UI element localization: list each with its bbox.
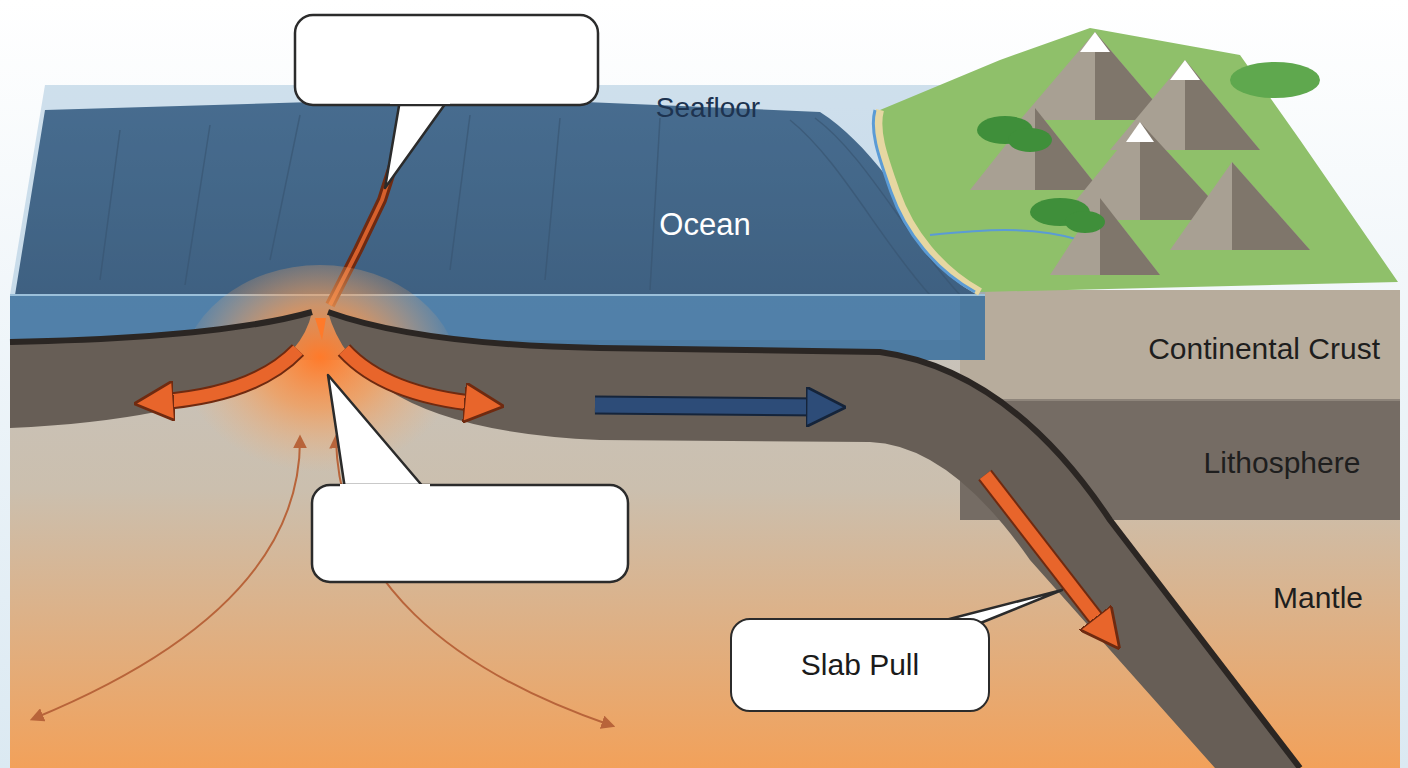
ocean-surface	[10, 85, 1000, 295]
tree-cluster	[1008, 128, 1052, 152]
callout-box: Slab Pull	[730, 618, 990, 712]
river	[930, 230, 1080, 240]
continental-crust-layer	[960, 290, 1400, 402]
callout-joint	[390, 100, 450, 104]
mountain-shade	[1100, 198, 1160, 275]
tree-cluster	[1065, 211, 1105, 233]
empty-callout	[312, 375, 628, 582]
mountain-shade	[1185, 60, 1260, 150]
land-surface	[878, 28, 1398, 292]
callout-tail	[385, 100, 448, 188]
trees	[977, 116, 1105, 233]
mountain-range	[970, 32, 1310, 275]
coastline	[873, 110, 975, 292]
region-label: Ocean	[659, 208, 750, 242]
empty-callout	[295, 15, 598, 188]
layer-boundary	[960, 399, 1400, 401]
ocean-edge	[10, 294, 985, 296]
oceanic-plate	[10, 312, 312, 428]
region-label: Mantle	[1273, 581, 1363, 614]
magma-rise	[315, 318, 326, 340]
spreading-arrow-outline	[158, 350, 298, 402]
snow-cap	[1126, 122, 1154, 142]
plate-motion-arrow	[595, 405, 822, 407]
snow-cap	[1080, 32, 1110, 52]
mountain-shade	[1035, 108, 1100, 190]
snow-cap	[1170, 60, 1200, 80]
spreading-arrow	[344, 350, 480, 404]
oceanic-crust	[10, 312, 312, 342]
callout-text: Slab Pull	[801, 648, 919, 682]
region-label: Seafloor	[656, 93, 760, 124]
mountain	[970, 108, 1100, 190]
forest-patch	[1230, 62, 1320, 98]
spreading-arrow-outline	[344, 350, 480, 404]
mountain	[1110, 60, 1260, 150]
callout-box	[295, 15, 598, 105]
region-label: Continental Crust	[1148, 332, 1380, 365]
convection-arrow	[35, 440, 300, 718]
region-label: Lithosphere	[1204, 446, 1361, 479]
mountain	[1170, 162, 1310, 250]
callout-joint	[340, 484, 430, 489]
spreading-arrow	[158, 350, 298, 402]
callout-tail	[328, 375, 425, 489]
callout-box	[312, 485, 628, 582]
plate-motion-arrow-outline	[595, 405, 822, 407]
mountain-shade	[1232, 162, 1310, 250]
